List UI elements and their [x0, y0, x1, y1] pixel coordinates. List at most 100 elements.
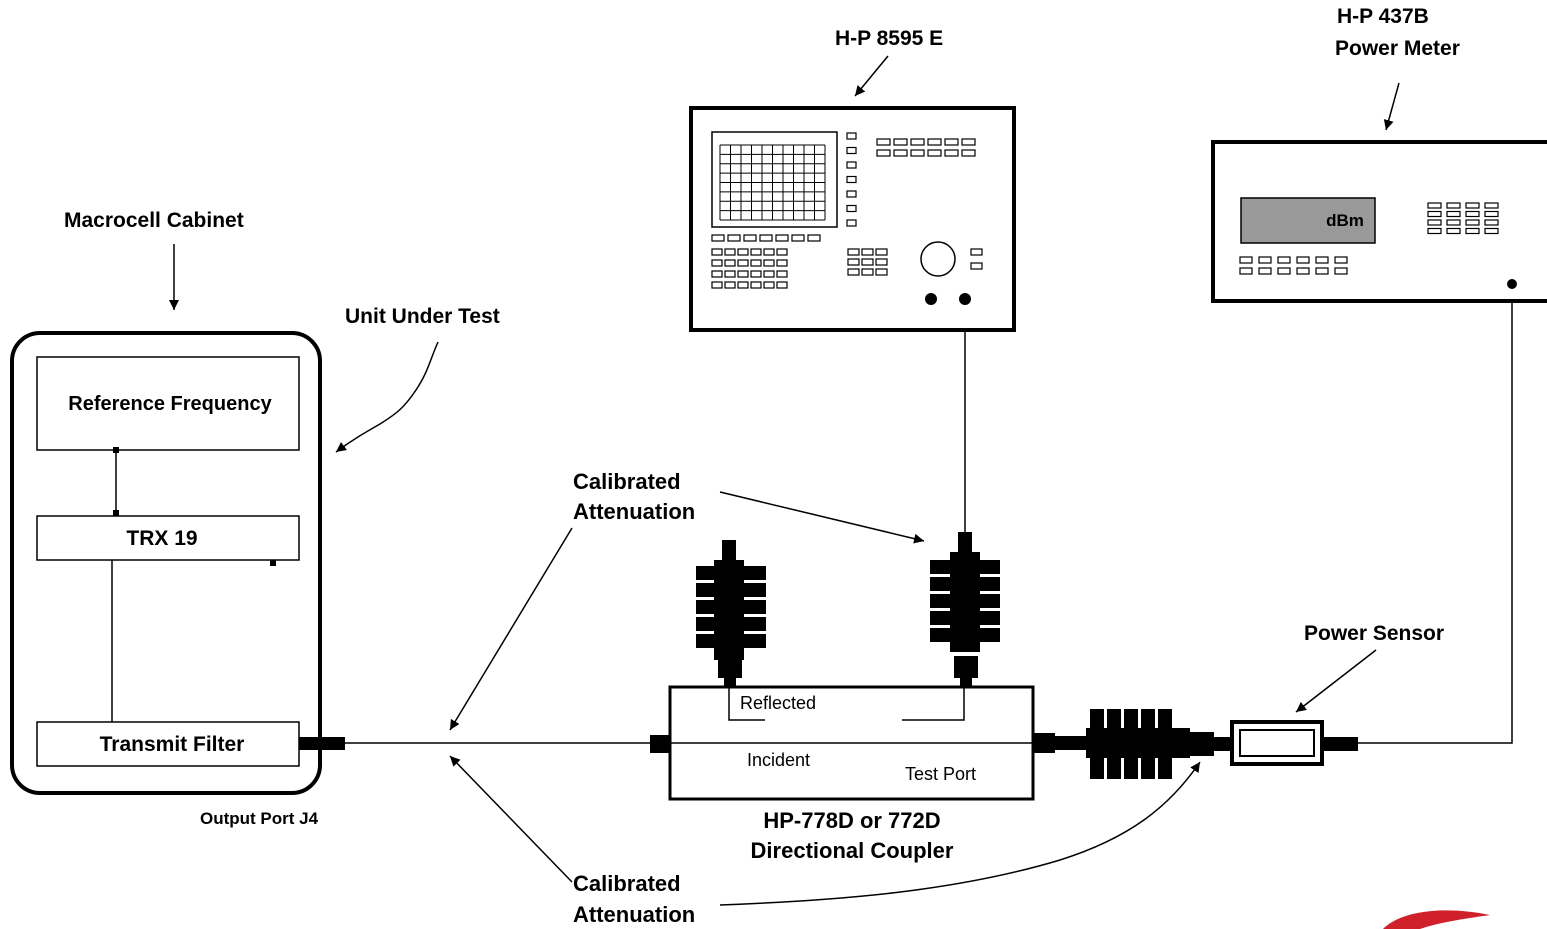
- power-meter-label-line2: Power Meter: [1335, 37, 1460, 60]
- analyzer-key: [847, 248, 860, 256]
- trx-label: TRX 19: [126, 527, 197, 550]
- analyzer-key: [724, 248, 736, 256]
- meter-key: [1315, 267, 1329, 275]
- analyzer-key: [807, 234, 821, 242]
- meter-key: [1465, 219, 1480, 226]
- analyzer-key: [750, 259, 762, 267]
- analyzer-key: [927, 149, 942, 157]
- meter-key: [1446, 210, 1461, 218]
- meter-key: [1427, 210, 1442, 218]
- power-sensor-icon: [1230, 720, 1358, 766]
- analyzer-key: [910, 138, 925, 146]
- analyzer-key: [847, 258, 860, 266]
- analyzer-key: [724, 259, 736, 267]
- analyzer-key: [737, 281, 749, 289]
- analyzer-key: [737, 270, 749, 278]
- analyzer-screen-grid: [719, 144, 826, 221]
- analyzer-key: [847, 268, 860, 276]
- coupler-label-line1: HP-778D or 772D: [763, 808, 940, 833]
- cal-att-top-line2: Attenuation: [573, 499, 695, 524]
- meter-key: [1427, 227, 1442, 235]
- analyzer-key: [763, 281, 775, 289]
- meter-key: [1446, 227, 1461, 235]
- transmit-filter-block: Transmit Filter: [36, 721, 300, 767]
- meter-key: [1239, 267, 1253, 275]
- meter-display-unit: dBm: [1326, 211, 1364, 230]
- analyzer-key: [743, 234, 757, 242]
- meter-key: [1258, 267, 1272, 275]
- incident-label: Incident: [747, 750, 810, 770]
- cabinet-label: Macrocell Cabinet: [64, 209, 244, 232]
- meter-key: [1465, 227, 1480, 235]
- analyzer-key: [763, 270, 775, 278]
- analyzer-softkey: [846, 204, 857, 213]
- reference-frequency-label: Reference Frequency: [68, 393, 272, 415]
- analyzer-key: [763, 259, 775, 267]
- analyzer-softkey: [846, 190, 857, 198]
- analyzer-key: [737, 248, 749, 256]
- meter-key: [1484, 202, 1499, 209]
- analyzer-key: [750, 270, 762, 278]
- analyzer-knob: [920, 241, 956, 277]
- meter-key: [1484, 210, 1499, 218]
- analyzer-key: [727, 234, 741, 242]
- analyzer-key: [776, 281, 788, 289]
- analyzer-key: [776, 259, 788, 267]
- output-port-label: Output Port J4: [200, 809, 319, 828]
- analyzer-key: [944, 138, 959, 146]
- meter-display: [1240, 197, 1376, 244]
- meter-key: [1446, 202, 1461, 209]
- analyzer-softkey: [846, 146, 857, 155]
- reflected-label: Reflected: [740, 693, 816, 713]
- meter-key: [1296, 267, 1310, 275]
- macrocell-cabinet: [10, 331, 322, 795]
- analyzer-key: [875, 248, 888, 256]
- power-meter-icon: dBm: [1211, 140, 1547, 303]
- meter-key: [1465, 202, 1480, 209]
- meter-key: [1427, 202, 1442, 209]
- cal-att-bottom-line1: Calibrated: [573, 871, 681, 896]
- analyzer-key: [875, 268, 888, 276]
- cal-att-bottom-line2: Attenuation: [573, 902, 695, 927]
- analyzer-softkey: [846, 175, 857, 184]
- meter-key: [1277, 267, 1291, 275]
- analyzer-key: [893, 149, 908, 157]
- analyzer-key: [737, 259, 749, 267]
- analyzer-key: [711, 248, 723, 256]
- meter-key: [1258, 256, 1272, 264]
- analyzer-key: [791, 234, 805, 242]
- analyzer-softkey: [846, 219, 857, 227]
- directional-coupler: Reflected Incident Test Port: [650, 685, 1055, 801]
- meter-key: [1484, 227, 1499, 235]
- analyzer-key: [876, 149, 891, 157]
- meter-key: [1484, 219, 1499, 226]
- analyzer-softkey: [846, 132, 857, 140]
- output-port-connector: [299, 737, 345, 750]
- analyzer-key: [776, 248, 788, 256]
- transmit-filter-label: Transmit Filter: [100, 733, 245, 756]
- test-port-label: Test Port: [905, 764, 976, 784]
- trx-block: TRX 19: [36, 515, 300, 566]
- meter-key: [1465, 210, 1480, 218]
- power-sensor-label: Power Sensor: [1304, 622, 1444, 645]
- attenuator-icon: [930, 532, 1000, 687]
- attenuator-icon: [1055, 709, 1232, 779]
- spectrum-analyzer-icon: [689, 106, 1016, 332]
- analyzer-key: [876, 138, 891, 146]
- meter-key: [1446, 219, 1461, 226]
- reference-frequency-block: Reference Frequency: [36, 356, 300, 451]
- meter-key: [1427, 219, 1442, 226]
- analyzer-key: [775, 234, 789, 242]
- analyzer-key: [875, 258, 888, 266]
- analyzer-key: [759, 234, 773, 242]
- analyzer-key: [961, 149, 976, 157]
- analyzer-key: [750, 281, 762, 289]
- analyzer-buttons: [711, 132, 983, 289]
- analyzer-key: [944, 149, 959, 157]
- analyzer-key: [927, 138, 942, 146]
- power-meter-label-line1: H-P 437B: [1337, 5, 1429, 28]
- analyzer-key: [861, 258, 874, 266]
- analyzer-key: [970, 248, 983, 256]
- analyzer-softkey: [846, 161, 857, 169]
- cal-att-top-line1: Calibrated: [573, 469, 681, 494]
